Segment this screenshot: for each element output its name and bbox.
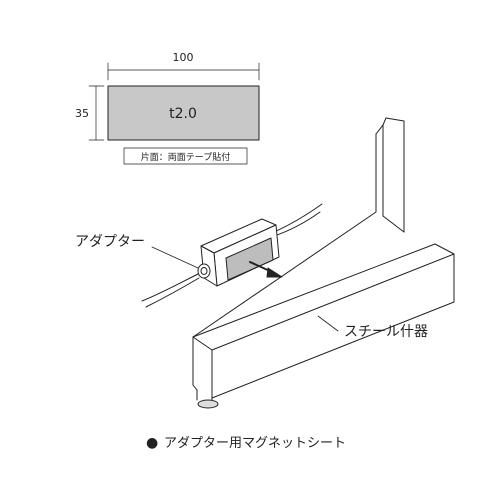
adapter-leader-line bbox=[151, 246, 199, 269]
magnet-plate bbox=[107, 85, 260, 141]
attach-arrow bbox=[249, 261, 283, 278]
caption-text: アダプター用マグネットシート bbox=[164, 436, 346, 451]
adapter-label: アダプター bbox=[75, 234, 145, 250]
steel-furniture bbox=[192, 117, 455, 409]
plate-drawing bbox=[88, 62, 260, 165]
leg-foot bbox=[197, 399, 219, 409]
furniture-leader-line bbox=[317, 315, 339, 332]
furniture-label: スチール什器 bbox=[344, 324, 428, 340]
width-dimension-label: 100 bbox=[173, 51, 194, 64]
height-dimension-label: 35 bbox=[75, 107, 89, 120]
plate-note: 片面：両面テープ貼付 bbox=[141, 151, 230, 163]
thickness-label: t2.0 bbox=[169, 106, 197, 122]
magnet-sheet bbox=[225, 237, 274, 281]
note-box bbox=[123, 147, 248, 165]
caption-bullet: ● bbox=[146, 435, 158, 451]
adapter bbox=[141, 203, 323, 308]
